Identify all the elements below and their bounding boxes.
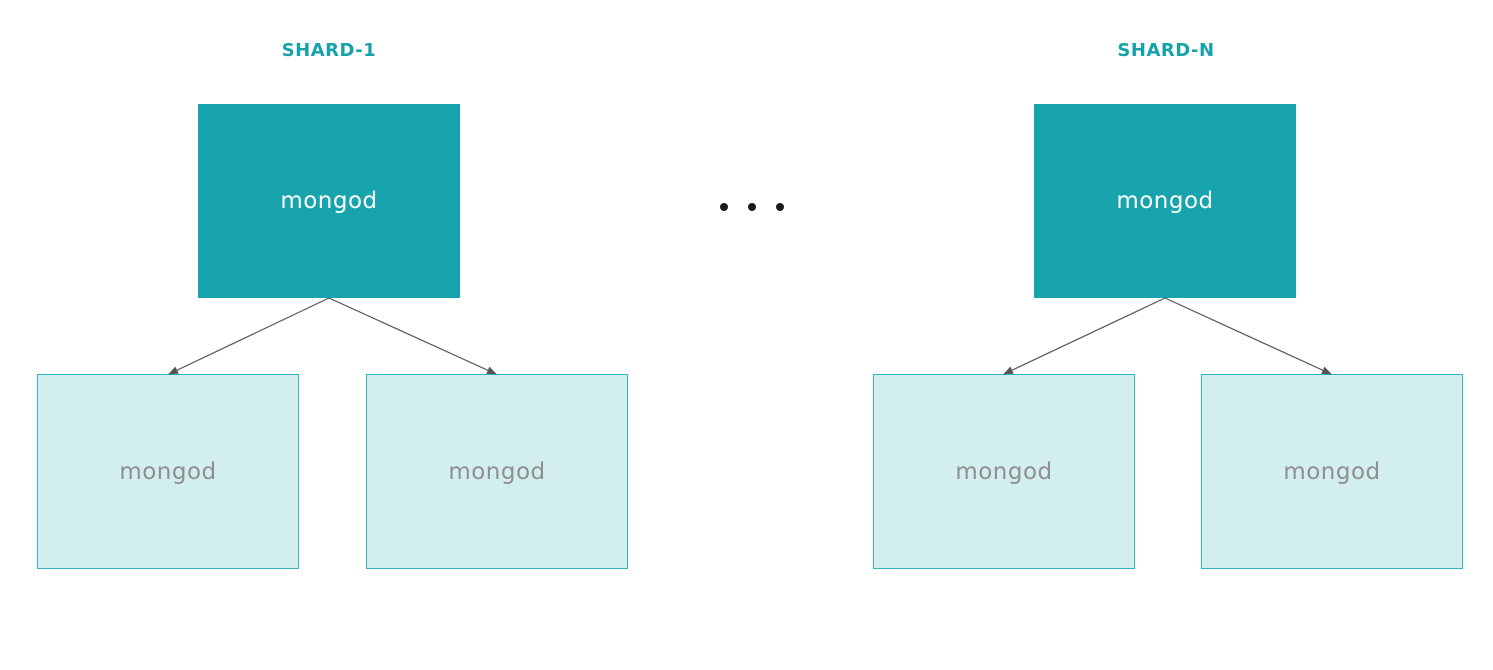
shard-1-primary-label: mongod bbox=[280, 188, 378, 214]
shard-1-title: SHARD-1 bbox=[281, 40, 377, 61]
shard-n-secondary-1-label: mongod bbox=[955, 458, 1053, 485]
ellipsis-separator bbox=[720, 201, 784, 213]
shard-n-arrow-to-secondary-1 bbox=[1003, 297, 1166, 375]
shard-n-primary-label: mongod bbox=[1116, 188, 1214, 214]
shard-1-secondary-mongod-1: mongod bbox=[37, 374, 299, 569]
shard-n-secondary-2-label: mongod bbox=[1283, 458, 1381, 485]
ellipsis-dot bbox=[720, 203, 728, 211]
shard-n-arrow-to-secondary-2 bbox=[1164, 297, 1332, 375]
shard-n-secondary-mongod-1: mongod bbox=[873, 374, 1135, 569]
shard-1-primary-mongod: mongod bbox=[198, 104, 460, 298]
shard-1-secondary-2-label: mongod bbox=[448, 458, 546, 485]
shard-n-title: SHARD-N bbox=[1117, 40, 1215, 61]
shard-n-primary-mongod: mongod bbox=[1034, 104, 1296, 298]
ellipsis-dot bbox=[776, 203, 784, 211]
shard-n-secondary-mongod-2: mongod bbox=[1201, 374, 1463, 569]
shard-1-arrow-to-secondary-1 bbox=[168, 297, 330, 375]
ellipsis-dot bbox=[748, 203, 756, 211]
shard-1-arrow-to-secondary-2 bbox=[328, 297, 497, 375]
shard-1-secondary-mongod-2: mongod bbox=[366, 374, 628, 569]
shard-1-secondary-1-label: mongod bbox=[119, 458, 217, 485]
